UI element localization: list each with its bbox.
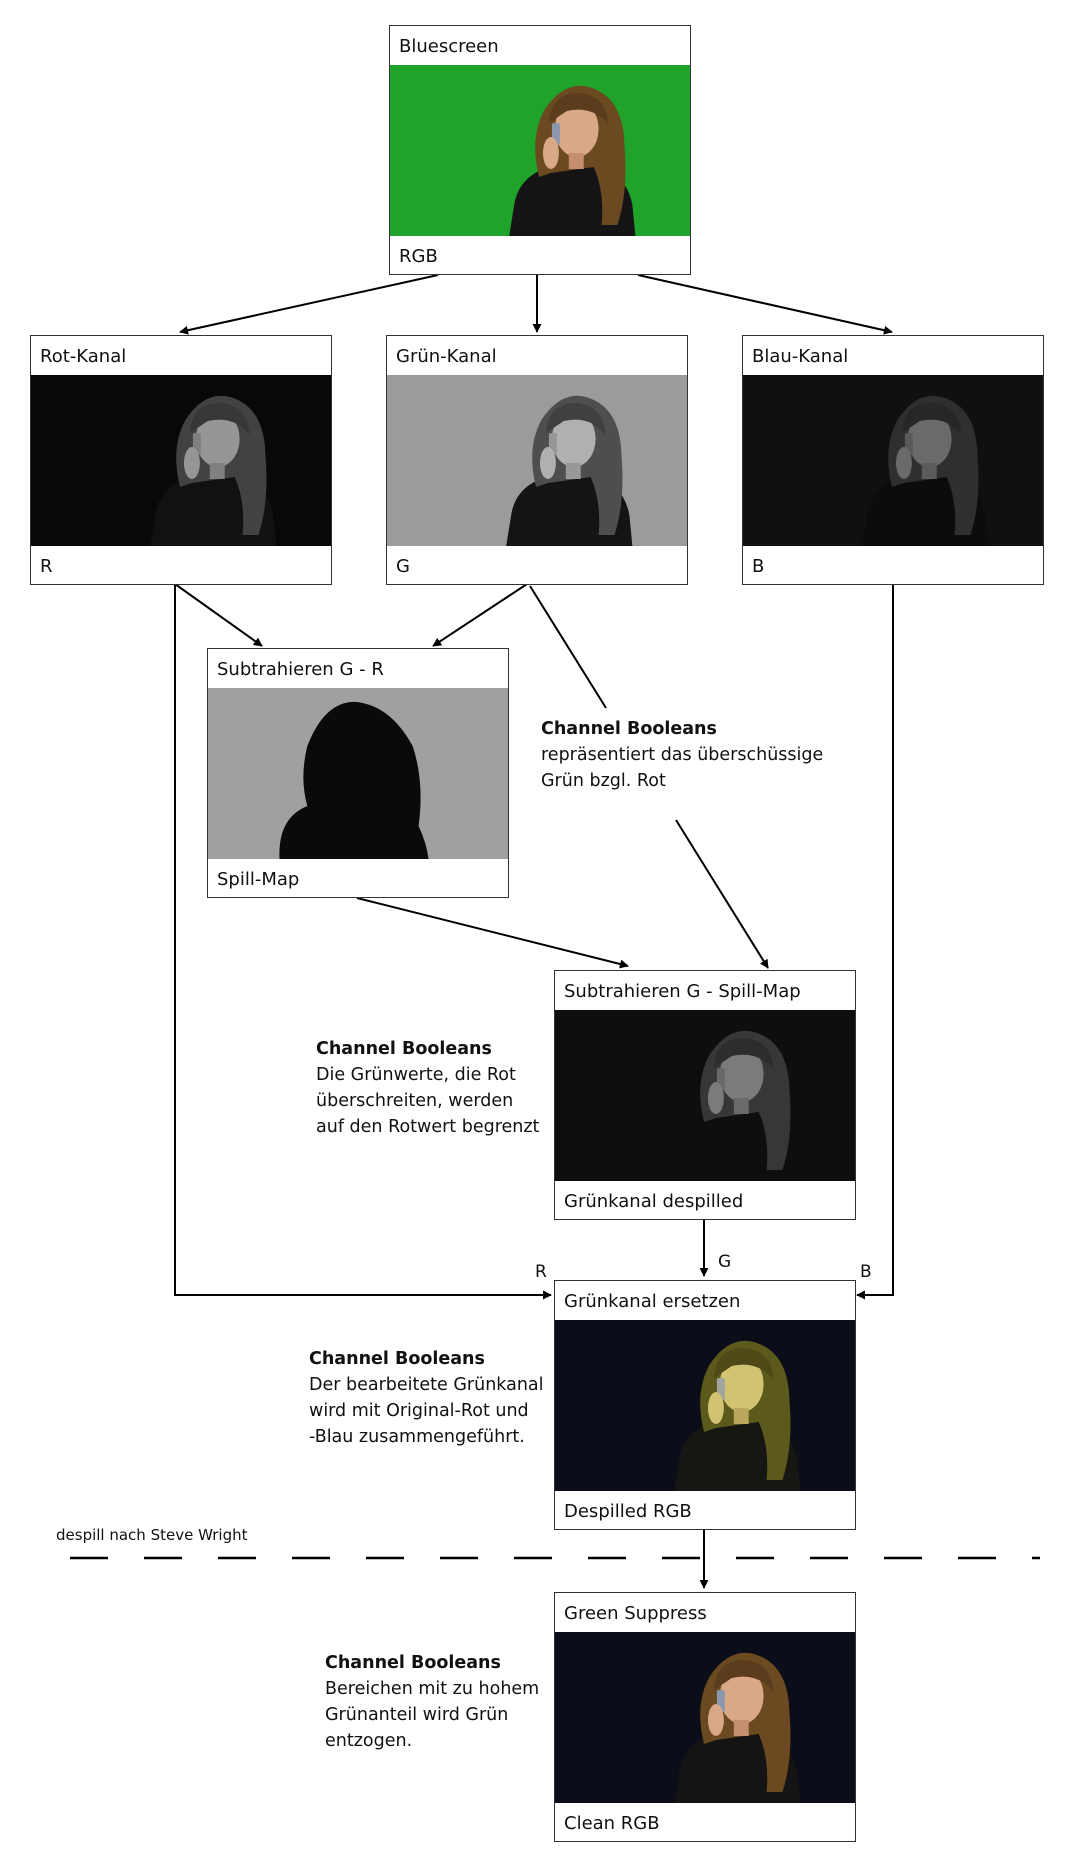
node-green-suppress: Green Suppress Clean RGB (554, 1592, 856, 1842)
arrow-rgb-to-red (179, 274, 439, 335)
node-output-label: Grünkanal despilled (564, 1191, 744, 1212)
note-line: auf den Rotwert begrenzt (316, 1117, 540, 1137)
note-title: Channel Booleans (309, 1349, 485, 1369)
image-despilled-rgb (555, 1320, 855, 1491)
note-limit: Channel Booleans Die Grünwerte, die Rot … (316, 1036, 539, 1140)
note-spill-map: Channel Booleans repräsentiert das übers… (541, 716, 823, 794)
note-line: überschreiten, werden (316, 1091, 514, 1111)
arrow-rgb-to-blue (637, 274, 893, 335)
arrow-red-to-replace (174, 584, 552, 1300)
node-title: Subtrahieren G - Spill-Map (564, 981, 801, 1002)
image-spill-map (208, 688, 508, 859)
arrow-note-to-subtract-spill (675, 819, 769, 969)
image-bluescreen (390, 65, 690, 236)
node-bluescreen: Bluescreen RGB (389, 25, 691, 275)
note-merge: Channel Booleans Der bearbeitete Grünkan… (309, 1346, 544, 1450)
arrow-green-to-subtract (432, 583, 528, 647)
note-line: Grün bzgl. Rot (541, 771, 666, 791)
image-red-channel (31, 375, 331, 546)
node-title: Blau-Kanal (752, 346, 849, 367)
note-line: -Blau zusammengeführt. (309, 1427, 525, 1447)
note-suppress: Channel Booleans Bereichen mit zu hohem … (325, 1650, 539, 1754)
note-line: Der bearbeitete Grünkanal (309, 1375, 544, 1395)
image-green-channel (387, 375, 687, 546)
edge-label-g: G (718, 1252, 732, 1272)
node-replace-green: Grünkanal ersetzen Despilled RGB (554, 1280, 856, 1530)
note-title: Channel Booleans (541, 719, 717, 739)
node-output-label: RGB (399, 246, 438, 267)
note-line: entzogen. (325, 1731, 413, 1751)
node-title: Grünkanal ersetzen (564, 1291, 741, 1312)
image-clean-rgb (555, 1632, 855, 1803)
node-title: Bluescreen (399, 36, 499, 57)
note-title: Channel Booleans (316, 1039, 492, 1059)
note-line: wird mit Original-Rot und (309, 1401, 529, 1421)
note-line: Die Grünwerte, die Rot (316, 1065, 516, 1085)
image-despilled-green (555, 1010, 855, 1181)
node-output-label: G (396, 556, 410, 577)
node-output-label: B (752, 556, 765, 577)
node-output-label: Spill-Map (217, 869, 300, 890)
node-title: Subtrahieren G - R (217, 659, 384, 680)
node-title: Rot-Kanal (40, 346, 127, 367)
node-green-channel: Grün-Kanal G (386, 335, 688, 585)
line-green-to-note (529, 585, 607, 709)
node-output-label: Clean RGB (564, 1813, 660, 1834)
node-subtract-g-r: Subtrahieren G - R Spill-Map (207, 648, 509, 898)
arrow-red-to-subtract (174, 583, 263, 647)
node-blue-channel: Blau-Kanal B (742, 335, 1044, 585)
node-title: Green Suppress (564, 1603, 707, 1624)
arrow-spillmap-to-subtract-spill (356, 897, 629, 969)
note-line: Bereichen mit zu hohem (325, 1679, 540, 1699)
node-output-label: Despilled RGB (564, 1501, 692, 1522)
note-line: Grünanteil wird Grün (325, 1705, 509, 1725)
node-subtract-spill-map: Subtrahieren G - Spill-Map Grünkanal des… (554, 970, 856, 1220)
node-output-label: R (40, 556, 53, 577)
edge-label-r: R (535, 1262, 547, 1282)
arrow-blue-to-replace (856, 584, 894, 1300)
node-red-channel: Rot-Kanal R (30, 335, 332, 585)
node-title: Grün-Kanal (396, 346, 497, 367)
note-title: Channel Booleans (325, 1653, 501, 1673)
caption-despill: despill nach Steve Wright (56, 1526, 248, 1544)
image-blue-channel (743, 375, 1043, 546)
note-line: repräsentiert das überschüssige (541, 745, 824, 765)
edge-label-b: B (860, 1262, 872, 1282)
